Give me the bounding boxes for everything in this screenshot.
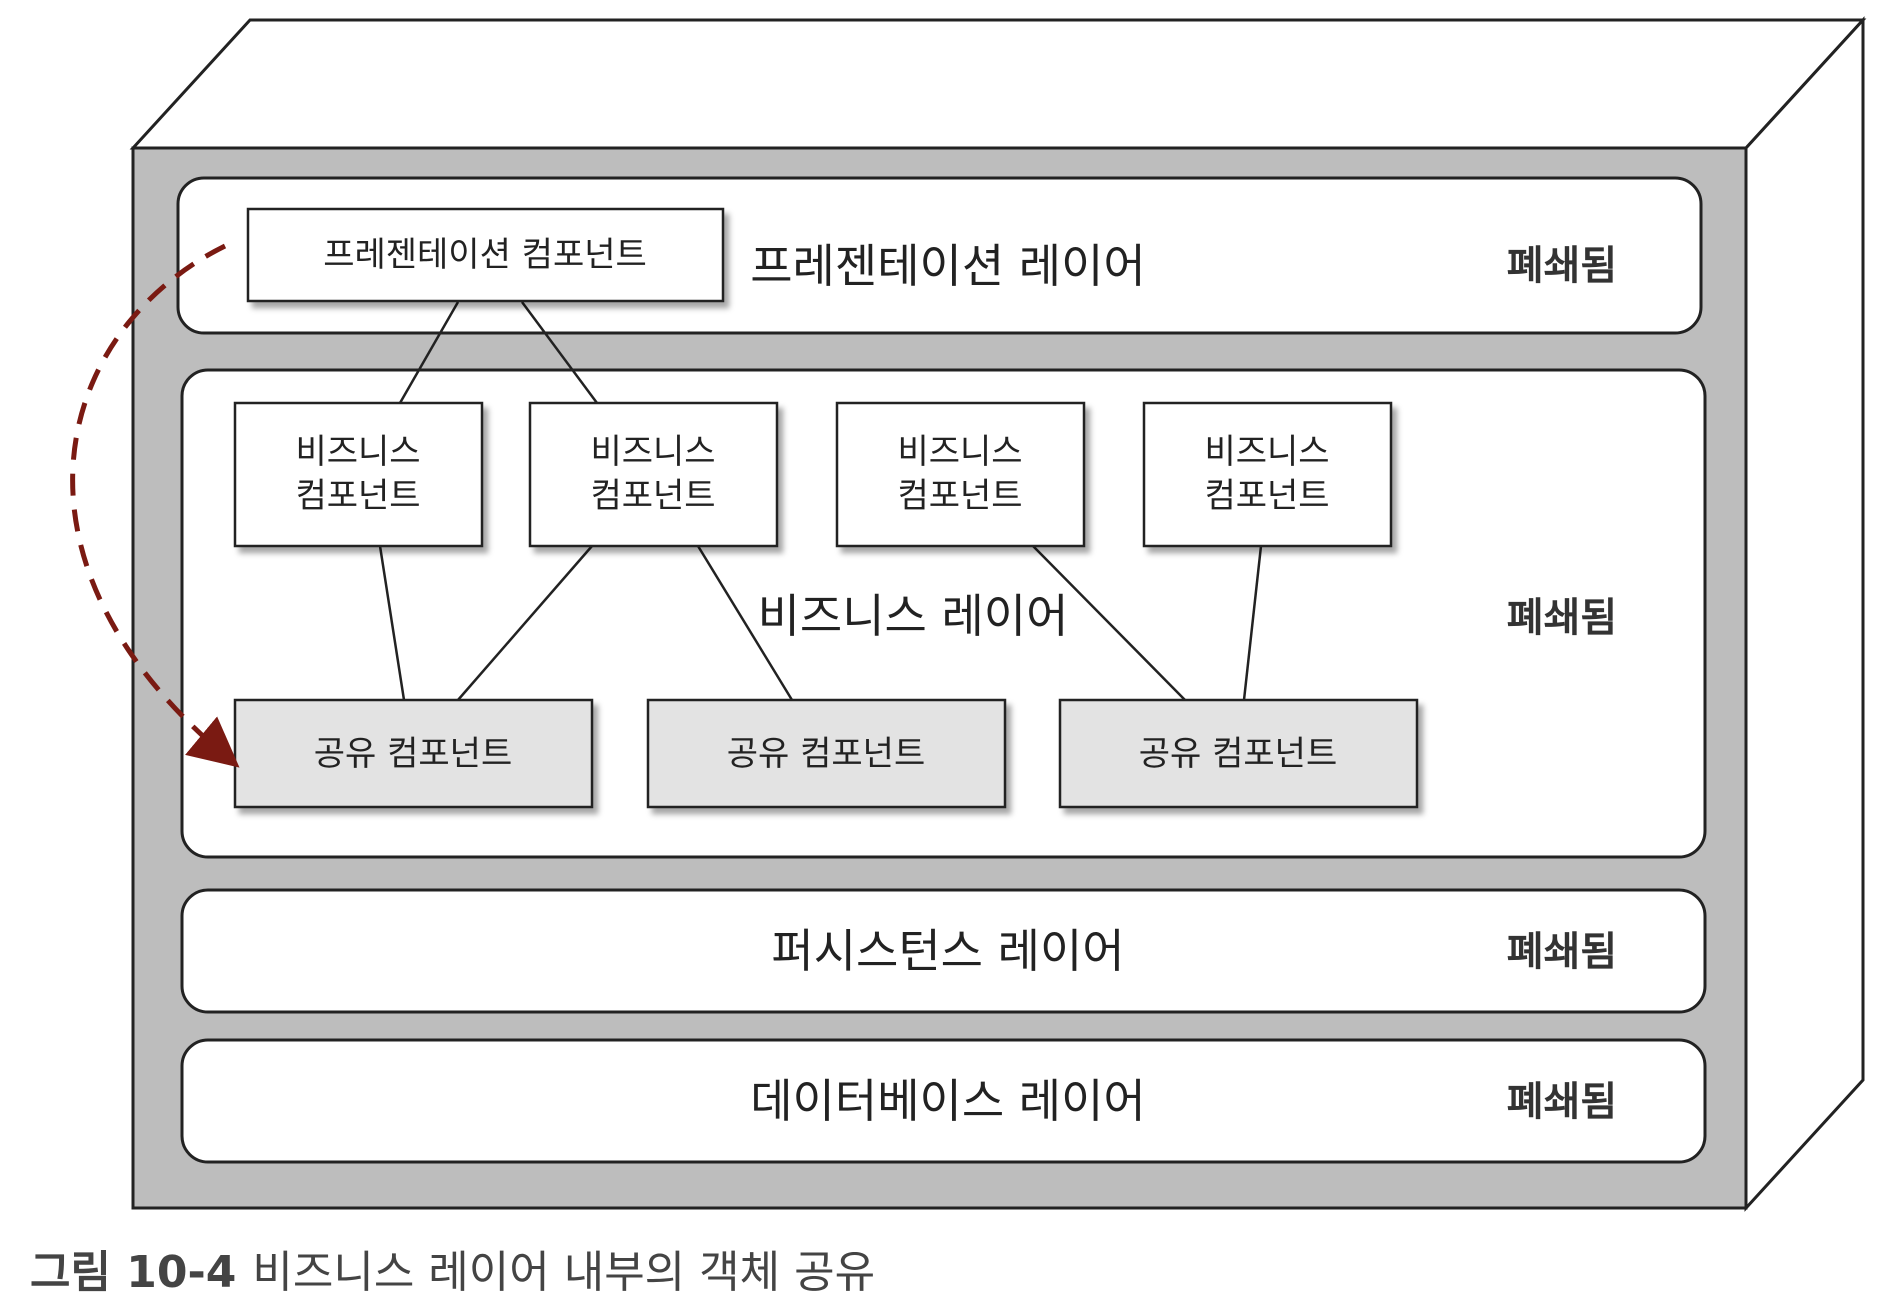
persistence-layer-label: 퍼시스턴스 레이어 bbox=[771, 924, 1124, 978]
persistence-layer-status: 폐쇄됨 bbox=[1507, 929, 1617, 975]
figure-caption: 그림 10-4 비즈니스 레이어 내부의 객체 공유 bbox=[30, 1236, 875, 1298]
database-layer-status: 폐쇄됨 bbox=[1507, 1079, 1617, 1125]
business-component-2: 비즈니스 컴포넌트 bbox=[528, 401, 779, 548]
presentation-to-shared-dashed-arrow bbox=[70, 243, 240, 768]
business-layer-label: 비즈니스 레이어 bbox=[758, 589, 1069, 643]
shared-component-1: 공유 컴포넌트 bbox=[233, 698, 594, 809]
shared-component-2: 공유 컴포넌트 bbox=[646, 698, 1007, 809]
shared-component-3-label: 공유 컴포넌트 bbox=[1139, 734, 1338, 774]
business-component-2-line1: 비즈니스 bbox=[590, 432, 715, 472]
database-layer-panel bbox=[180, 1038, 1707, 1164]
business-component-3-line1: 비즈니스 bbox=[897, 432, 1022, 472]
presentation-component: 프레젠테이션 컴포넌트 bbox=[246, 207, 725, 303]
business-component-3: 비즈니스 컴포넌트 bbox=[835, 401, 1086, 548]
shared-component-2-label: 공유 컴포넌트 bbox=[727, 734, 926, 774]
layered-architecture-diagram: 프레젠테이션 컴포넌트 비즈니스 컴포넌트 비즈니스 컴포넌트 비즈니스 컴포넌… bbox=[70, 16, 1867, 1212]
business-component-2-line2: 컴포넌트 bbox=[590, 476, 715, 516]
database-layer-label: 데이터베이스 레이어 bbox=[750, 1074, 1146, 1128]
presentation-layer-label: 프레젠테이션 레이어 bbox=[750, 239, 1146, 293]
business-component-1-line2: 컴포넌트 bbox=[295, 476, 420, 516]
business-layer-status: 폐쇄됨 bbox=[1507, 595, 1617, 641]
business-component-3-line2: 컴포넌트 bbox=[897, 476, 1022, 516]
business-component-4-line2: 컴포넌트 bbox=[1204, 476, 1329, 516]
presentation-layer-status: 폐쇄됨 bbox=[1507, 243, 1617, 289]
shared-component-3: 공유 컴포넌트 bbox=[1058, 698, 1419, 809]
business-component-1-line1: 비즈니스 bbox=[295, 432, 420, 472]
component-connectors bbox=[378, 301, 1263, 701]
figure-number: 그림 10-4 bbox=[30, 1247, 237, 1298]
business-component-4-line1: 비즈니스 bbox=[1204, 432, 1329, 472]
business-component-4: 비즈니스 컴포넌트 bbox=[1142, 401, 1393, 548]
presentation-component-label: 프레젠테이션 컴포넌트 bbox=[323, 235, 647, 275]
shared-component-1-label: 공유 컴포넌트 bbox=[314, 734, 513, 774]
business-component-1: 비즈니스 컴포넌트 bbox=[233, 401, 484, 548]
persistence-layer-panel bbox=[180, 888, 1707, 1014]
figure-caption-text: 비즈니스 레이어 내부의 객체 공유 bbox=[252, 1247, 876, 1298]
